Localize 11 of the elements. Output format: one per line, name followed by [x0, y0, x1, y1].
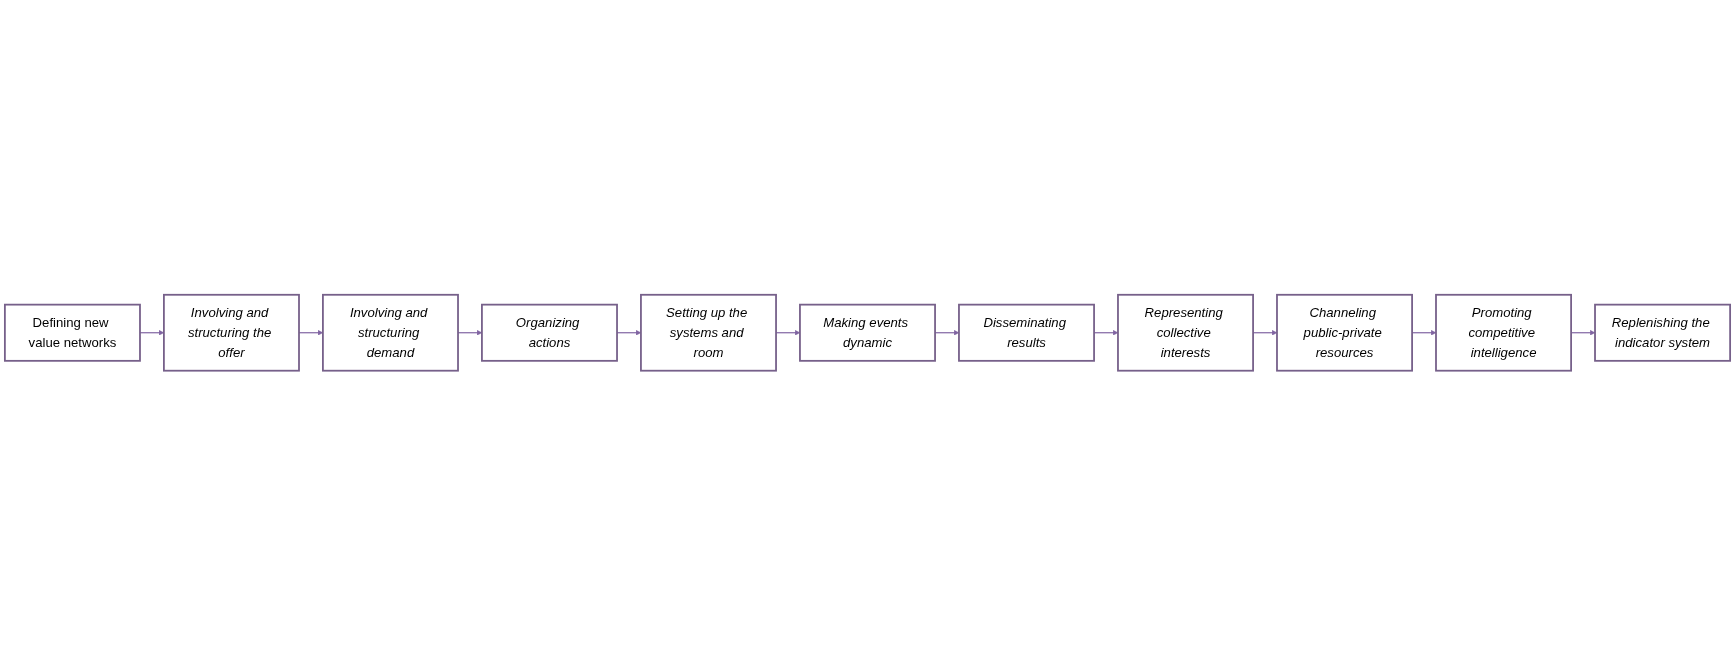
node-box: Disseminating results [958, 303, 1095, 362]
node-box: Setting up the systems and room [640, 293, 777, 372]
node-box: Promoting competitive intelligence [1435, 293, 1572, 372]
node-box: Defining new value networks [4, 303, 141, 362]
node-box: Making events dynamic [799, 303, 936, 362]
node-box: Involving and structuring the offer [163, 293, 300, 372]
node-box: Representing collective interests [1117, 293, 1254, 372]
node-box: Replenishing the indicator system [1594, 303, 1731, 362]
node-box: Organizing actions [481, 303, 618, 362]
node-box: Channeling public-private resources [1276, 293, 1413, 372]
node-box: Involving and structuring demand [322, 293, 459, 372]
